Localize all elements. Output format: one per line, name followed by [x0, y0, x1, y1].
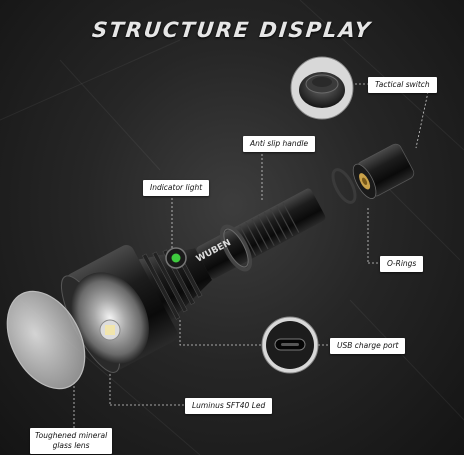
label-usb-charge-port: USB charge port	[330, 338, 406, 354]
label-tactical-switch: Tactical switch	[368, 77, 437, 93]
label-glass-lens-line2: glass lens	[52, 441, 90, 450]
label-anti-slip-handle: Anti slip handle	[243, 136, 316, 152]
tail-cap-inset	[290, 56, 354, 120]
label-indicator-light: Indicator light	[143, 180, 210, 196]
o-ring-tail	[331, 168, 357, 204]
label-led: Luminus SFT40 Led	[185, 398, 273, 414]
label-o-rings: O-Rings	[380, 256, 424, 272]
label-glass-lens: Toughened mineral glass lens	[30, 428, 113, 454]
tail-switch-piece	[352, 143, 415, 199]
glass-lens	[6, 290, 86, 390]
o-ring-middle	[219, 224, 253, 272]
reflector	[71, 272, 149, 364]
usb-port-inset	[261, 316, 319, 374]
label-glass-lens-line1: Toughened mineral	[35, 431, 108, 440]
